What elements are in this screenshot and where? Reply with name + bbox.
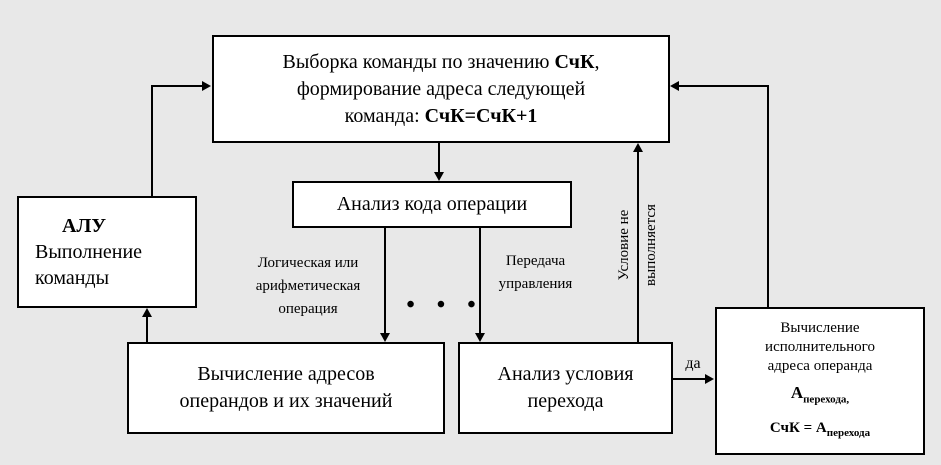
label-control-transfer: Передача управления	[478, 250, 593, 296]
fetch-line3: команда: СчК=СчК+1	[214, 103, 668, 130]
condition-line2: перехода	[527, 390, 604, 412]
alu-title: АЛУ	[35, 213, 195, 239]
label-logic-line3: операция	[278, 301, 338, 317]
fetch-line1: Выборка команды по значению СчК,	[214, 49, 668, 76]
label-condition-not-met-line2: выполняется	[643, 204, 659, 286]
arrow-operands-to-alu-line	[146, 316, 148, 342]
box-branch-condition: Анализ условия перехода	[458, 342, 673, 434]
arrow-fetch-to-decode-head	[434, 172, 444, 181]
label-control-line1: Передача	[505, 253, 566, 269]
jump-line4: Аперехода,	[717, 383, 923, 409]
label-logic-line2: арифметическая	[255, 278, 361, 294]
jump-line5-sub: перехода	[826, 427, 871, 440]
arrow-condition-to-fetch-head	[633, 143, 643, 152]
box-operand-addresses: Вычисление адресов операндов и их значен…	[127, 342, 445, 434]
arrow-decode-to-condition-head	[475, 333, 485, 342]
arrow-alu-to-fetch-hline	[151, 85, 203, 87]
alu-title-text: АЛУ	[62, 215, 107, 237]
jump-line5: СчК = Аперехода	[717, 418, 923, 443]
arrow-operands-to-alu-head	[142, 308, 152, 317]
alu-line2: Выполнение	[35, 241, 143, 263]
jump-line5-pre: СчК =	[769, 420, 816, 437]
ellipsis-dots: • • •	[406, 292, 484, 318]
arrow-alu-to-fetch-vline	[151, 86, 153, 196]
jump-line3: адреса операнда	[767, 357, 873, 374]
arrow-fetch-to-decode-line	[438, 143, 440, 173]
arrow-jump-to-fetch-vline	[767, 85, 769, 307]
arrow-jump-to-fetch-hline	[679, 85, 769, 87]
fetch-line2: формирование адреса следующей	[296, 77, 586, 100]
condition-line1: Анализ условия	[497, 363, 634, 385]
operands-line1: Вычисление адресов	[197, 363, 375, 385]
jump-line1: Вычисление	[780, 319, 860, 336]
arrow-decode-to-condition-line	[479, 228, 481, 333]
arrow-decode-to-operands-head	[380, 333, 390, 342]
arrow-condition-to-jump-head	[705, 374, 714, 384]
arrow-alu-to-fetch-head	[202, 81, 211, 91]
arrow-condition-to-jump-line	[673, 378, 707, 380]
label-condition-not-met-line1: Условие не	[616, 209, 632, 281]
fetch-line1-post: ,	[594, 50, 600, 73]
box-alu-execute: АЛУ Выполнение команды	[17, 196, 197, 308]
box-jump-address: Вычисление исполнительного адреса операн…	[715, 307, 925, 455]
alu-line3: команды	[35, 267, 110, 289]
arrow-decode-to-operands-line	[384, 228, 386, 333]
fetch-line1-pre: Выборка команды по значению	[282, 50, 555, 73]
fetch-line3-pre: команда:	[344, 104, 425, 127]
jump-line4-main: А	[790, 382, 804, 402]
arrow-condition-to-fetch-line	[637, 151, 639, 342]
label-logic-operation: Логическая или арифметическая операция	[228, 252, 388, 321]
jump-line5-main: А	[815, 420, 827, 437]
fetch-line3-bold: СчК=СчК+1	[424, 104, 538, 127]
label-yes: да	[685, 355, 701, 372]
label-control-line2: управления	[498, 276, 573, 292]
fetch-line1-bold: СчК	[554, 50, 595, 73]
operands-line2: операндов и их значений	[179, 390, 393, 412]
arrow-jump-to-fetch-head	[670, 81, 679, 91]
box-fetch-command: Выборка команды по значению СчК, формиро…	[212, 35, 670, 143]
box-decode-opcode: Анализ кода операции	[292, 181, 572, 228]
jump-line2: исполнительного	[765, 338, 875, 355]
decode-label: Анализ кода операции	[336, 193, 528, 215]
label-logic-line1: Логическая или	[257, 255, 359, 271]
jump-line4-sub: перехода,	[803, 393, 850, 406]
